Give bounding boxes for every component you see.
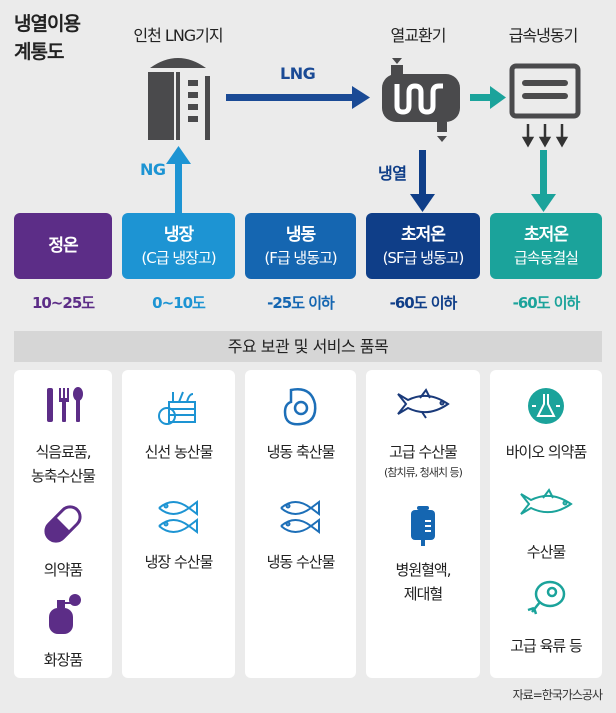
- list-item: 수산물: [517, 484, 575, 564]
- list-item: 고급 육류 등: [510, 578, 583, 658]
- fish-pair-icon: [279, 500, 320, 534]
- category-box: 냉동 (F급 냉동고): [245, 213, 356, 279]
- list-item: 고급 수산물 (참치류, 청새치 등): [384, 384, 463, 480]
- ham-leg-icon: [527, 580, 566, 615]
- item-label: 냉장 수산물: [144, 553, 214, 571]
- category-name: 정온: [48, 235, 78, 256]
- list-item: 식음료품, 농축수산물: [30, 384, 96, 488]
- lng-flow-label: LNG: [280, 64, 316, 83]
- item-label: 수산물: [526, 543, 566, 561]
- item-label: 고급 수산물: [389, 443, 458, 461]
- item-label: 식음료품, 농축수산물: [30, 443, 96, 485]
- diagram-title: 냉열이용 계통도: [14, 10, 81, 66]
- title-line-1: 냉열이용: [14, 13, 81, 35]
- item-sublabel: (참치류, 청새치 등): [384, 466, 463, 479]
- items-header: 주요 보관 및 서비스 품목: [14, 331, 602, 362]
- cold-energy-arrow: [410, 150, 435, 212]
- perfume-icon: [49, 594, 81, 634]
- category-sub: (F급 냉동고): [264, 248, 337, 267]
- category-name: 초저온: [524, 224, 569, 245]
- category-box: 정온: [14, 213, 112, 279]
- item-label: 고급 육류 등: [510, 637, 583, 655]
- item-label: 의약품: [43, 561, 83, 579]
- item-label: 화장품: [43, 651, 83, 669]
- list-item: 냉동 수산물: [267, 494, 335, 574]
- produce-icon: [157, 391, 196, 425]
- lng-arrow: [226, 86, 370, 109]
- blood-bag-icon: [411, 506, 435, 546]
- category-temp: -25도 이하: [267, 294, 335, 312]
- list-item: 냉동 축산물: [267, 384, 335, 464]
- teal-arrow-down: [531, 150, 556, 212]
- item-label: 바이오 의약품: [505, 443, 588, 461]
- item-label: 병원혈액, 제대혈: [395, 561, 452, 603]
- cold-energy-flow-label: 냉열: [378, 164, 407, 183]
- item-label: 냉동 수산물: [266, 553, 336, 571]
- list-item: 의약품: [39, 502, 87, 582]
- quick-freezer-label: 급속냉동기: [508, 26, 579, 45]
- teal-arrow-right: [470, 86, 506, 109]
- list-item: 냉장 수산물: [145, 494, 213, 574]
- lng-base-label: 인천 LNG기지: [133, 26, 223, 45]
- category-box: 초저온 (SF급 냉동고): [366, 213, 480, 279]
- list-item: 신선 농산물: [145, 384, 213, 464]
- ng-arrow: [166, 146, 191, 213]
- pill-icon: [44, 505, 82, 543]
- category-sub: 급속동결실: [513, 248, 579, 267]
- category-box: 냉장 (C급 냉장고): [122, 213, 235, 279]
- source-note: 자료=한국가스공사: [512, 688, 603, 702]
- heat-exchanger-icon: [382, 58, 460, 142]
- category-name: 초저온: [401, 224, 446, 245]
- category-temp: -60도 이하: [389, 294, 458, 312]
- meat-icon: [283, 388, 316, 426]
- category-name: 냉장: [163, 224, 194, 245]
- ng-flow-label: NG: [140, 160, 166, 179]
- tuna-icon: [397, 388, 450, 419]
- category-temp: 10~25도: [31, 294, 95, 312]
- quick-freezer-icon: [509, 63, 581, 148]
- flow-diagram: [148, 58, 581, 213]
- utensils-icon: [46, 387, 83, 422]
- item-label: 신선 농산물: [144, 443, 214, 461]
- title-line-2: 계통도: [14, 41, 64, 63]
- category-name: 냉동: [285, 224, 316, 245]
- item-label: 냉동 축산물: [266, 443, 336, 461]
- list-item: 병원혈액, 제대혈: [396, 502, 451, 606]
- item-card: 고급 수산물 (참치류, 청새치 등) 병원혈액, 제대혈: [366, 370, 480, 678]
- bio-flask-icon: [527, 388, 564, 424]
- fish-icon: [520, 488, 573, 515]
- heat-exchanger-label: 열교환기: [390, 26, 447, 45]
- category-sub: (SF급 냉동고): [382, 248, 465, 267]
- lng-tank-icon: [148, 58, 210, 140]
- category-sub: (C급 냉장고): [141, 248, 216, 267]
- category-temp: -60도 이하: [512, 294, 581, 312]
- list-item: 바이오 의약품: [506, 384, 587, 464]
- fish-pair-icon: [157, 500, 198, 534]
- category-temp: 0~10도: [152, 294, 206, 312]
- list-item: 화장품: [39, 592, 87, 672]
